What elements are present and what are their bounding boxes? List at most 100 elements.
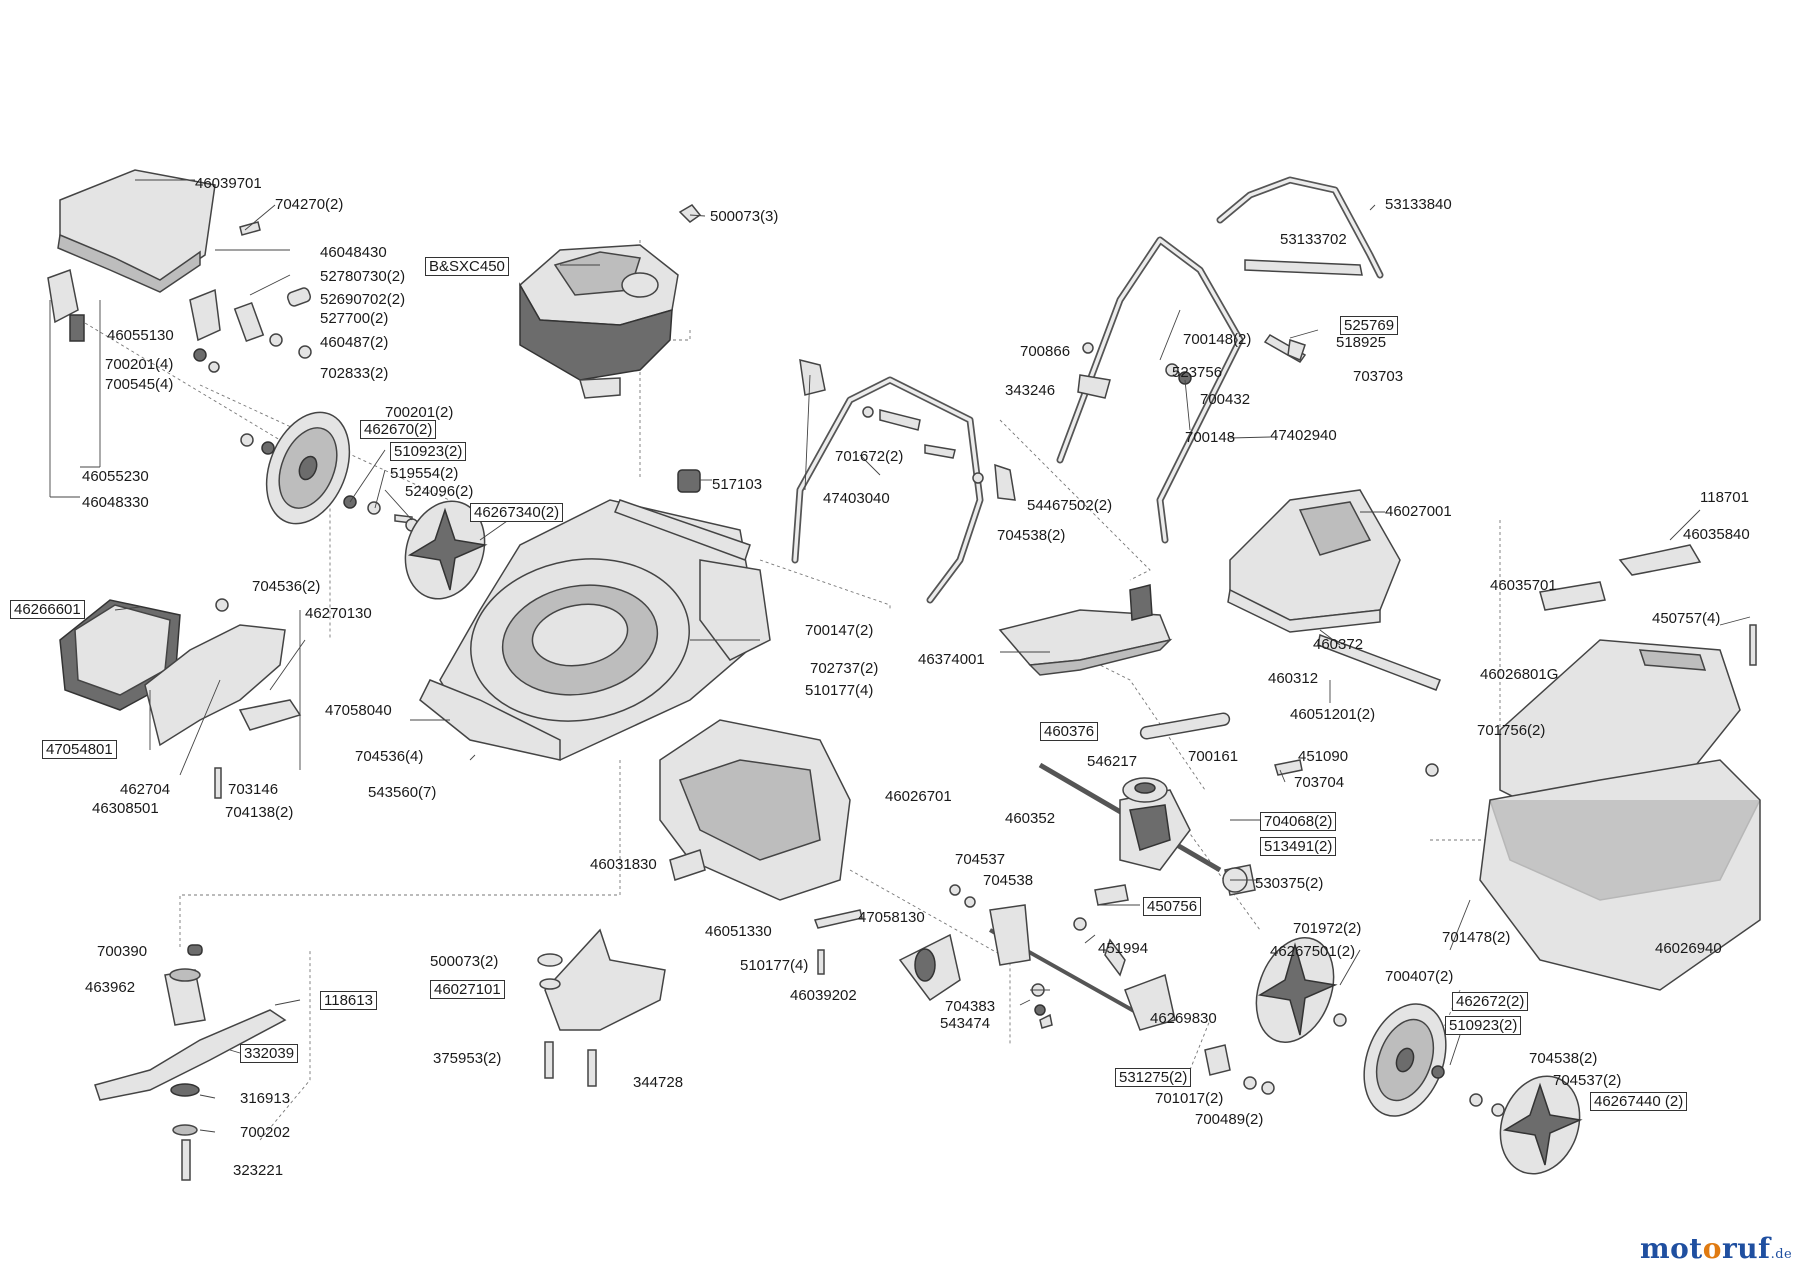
- part-label: 510177(4): [805, 682, 874, 699]
- rear-left-wheel-part: [240, 411, 419, 532]
- lower-handle-part: [791, 359, 1016, 604]
- part-label: 703703: [1353, 368, 1404, 385]
- part-label: 543560(7): [368, 784, 437, 801]
- hub-cap-left-part: [404, 500, 488, 600]
- part-label: 343246: [1005, 382, 1056, 399]
- part-label-boxed: 46267340(2): [470, 503, 564, 522]
- watermark-part2: o: [1702, 1232, 1722, 1265]
- part-label: 500073(2): [430, 953, 499, 970]
- part-label: 53133840: [1385, 196, 1452, 213]
- catcher-lid-part: [1227, 489, 1441, 691]
- part-label: 519554(2): [390, 465, 459, 482]
- part-label: 316913: [240, 1090, 291, 1107]
- part-label: 52780730(2): [320, 268, 406, 285]
- part-label: 46269830: [1150, 1010, 1217, 1027]
- part-label: 460352: [1005, 810, 1056, 827]
- part-label: 460312: [1268, 670, 1319, 687]
- part-label: 46035701: [1490, 577, 1557, 594]
- part-label: 704270(2): [275, 196, 344, 213]
- part-label: 46267501(2): [1270, 943, 1356, 960]
- part-label: 460372: [1313, 636, 1364, 653]
- part-label: 46051330: [705, 923, 772, 940]
- part-label: 46027001: [1385, 503, 1452, 520]
- watermark-suffix: .de: [1770, 1247, 1793, 1262]
- part-label: 700390: [97, 943, 148, 960]
- part-label: 462704: [120, 781, 171, 798]
- part-label: 118701: [1700, 489, 1749, 506]
- part-label: 46026940: [1655, 940, 1722, 957]
- engine-part: [519, 204, 702, 399]
- part-label: 46051201(2): [1290, 706, 1376, 723]
- part-label: 700432: [1200, 391, 1251, 408]
- part-label: 344728: [633, 1074, 684, 1091]
- part-label: 702833(2): [320, 365, 389, 382]
- part-label: 46026801G: [1480, 666, 1559, 683]
- part-label: 500073(3): [710, 208, 779, 225]
- part-label: 702737(2): [810, 660, 879, 677]
- assembly-guide-lines: [79, 240, 1501, 1141]
- part-label: 463962: [85, 979, 136, 996]
- part-label-boxed: 46027101: [430, 980, 505, 999]
- part-label-boxed: 118613: [320, 991, 377, 1010]
- part-label: 46374001: [918, 651, 985, 668]
- part-label: 700148(2): [1183, 331, 1252, 348]
- part-label: 701672(2): [835, 448, 904, 465]
- mulch-insert-part: [998, 584, 1173, 676]
- part-label: 46039701: [195, 175, 262, 192]
- part-label-boxed: 46266601: [10, 600, 85, 619]
- mulch-plug-part: [537, 928, 666, 1087]
- part-label: 700489(2): [1195, 1111, 1264, 1128]
- upper-handle-part: [1056, 176, 1384, 544]
- part-label: 701756(2): [1477, 722, 1546, 739]
- part-label-boxed: 47054801: [42, 740, 117, 759]
- mulch-flap-part: [59, 598, 306, 799]
- part-label: 46055230: [82, 468, 149, 485]
- part-label: 704536(2): [252, 578, 321, 595]
- part-label: 510177(4): [740, 957, 809, 974]
- spring-part: [677, 469, 701, 493]
- part-label: 704538(2): [1529, 1050, 1598, 1067]
- part-label-boxed: 510923(2): [390, 442, 467, 461]
- part-label: 46048330: [82, 494, 149, 511]
- front-wheel-part: [1204, 937, 1583, 1175]
- part-label: 704537: [955, 851, 1006, 868]
- part-label-boxed: 460376: [1040, 722, 1099, 741]
- part-label: 451994: [1098, 940, 1149, 957]
- part-label-boxed: 450756: [1143, 897, 1202, 916]
- part-label-boxed: 462670(2): [360, 420, 437, 439]
- rear-flap-part: [47, 169, 312, 373]
- part-label: 704537(2): [1553, 1072, 1622, 1089]
- part-label: 47403040: [823, 490, 890, 507]
- blade-assembly-part: [94, 944, 287, 1181]
- part-label: 700545(4): [105, 376, 174, 393]
- part-label: 701017(2): [1155, 1090, 1224, 1107]
- part-label: 53133702: [1280, 231, 1347, 248]
- drive-gearbox-part: [1038, 712, 1303, 977]
- part-label-boxed: 531275(2): [1115, 1068, 1192, 1087]
- watermark-logo: motoruf.de: [1640, 1232, 1792, 1265]
- part-label: 700866: [1020, 343, 1071, 360]
- part-label-boxed: 704068(2): [1260, 812, 1337, 831]
- part-label-boxed: 513491(2): [1260, 837, 1337, 856]
- part-label: 701478(2): [1442, 929, 1511, 946]
- part-label-boxed: B&SXC450: [425, 257, 509, 276]
- part-label: 700201(2): [385, 404, 454, 421]
- part-label: 450757(4): [1652, 610, 1721, 627]
- part-label-boxed: 462672(2): [1452, 992, 1529, 1011]
- part-label: 46031830: [590, 856, 657, 873]
- part-label: 46026701: [885, 788, 952, 805]
- part-label: 46270130: [305, 605, 372, 622]
- part-label: 530375(2): [1255, 875, 1324, 892]
- part-label: 46055130: [107, 327, 174, 344]
- front-axle-part: [898, 884, 1176, 1031]
- part-label: 523756: [1172, 364, 1223, 381]
- part-label: 704383: [945, 998, 996, 1015]
- part-label: 704138(2): [225, 804, 294, 821]
- grass-bag-part: [1425, 544, 1761, 991]
- part-label-boxed: 510923(2): [1445, 1016, 1522, 1035]
- part-label: 46039202: [790, 987, 857, 1004]
- part-label: 700407(2): [1385, 968, 1454, 985]
- watermark-part1: mot: [1640, 1232, 1703, 1265]
